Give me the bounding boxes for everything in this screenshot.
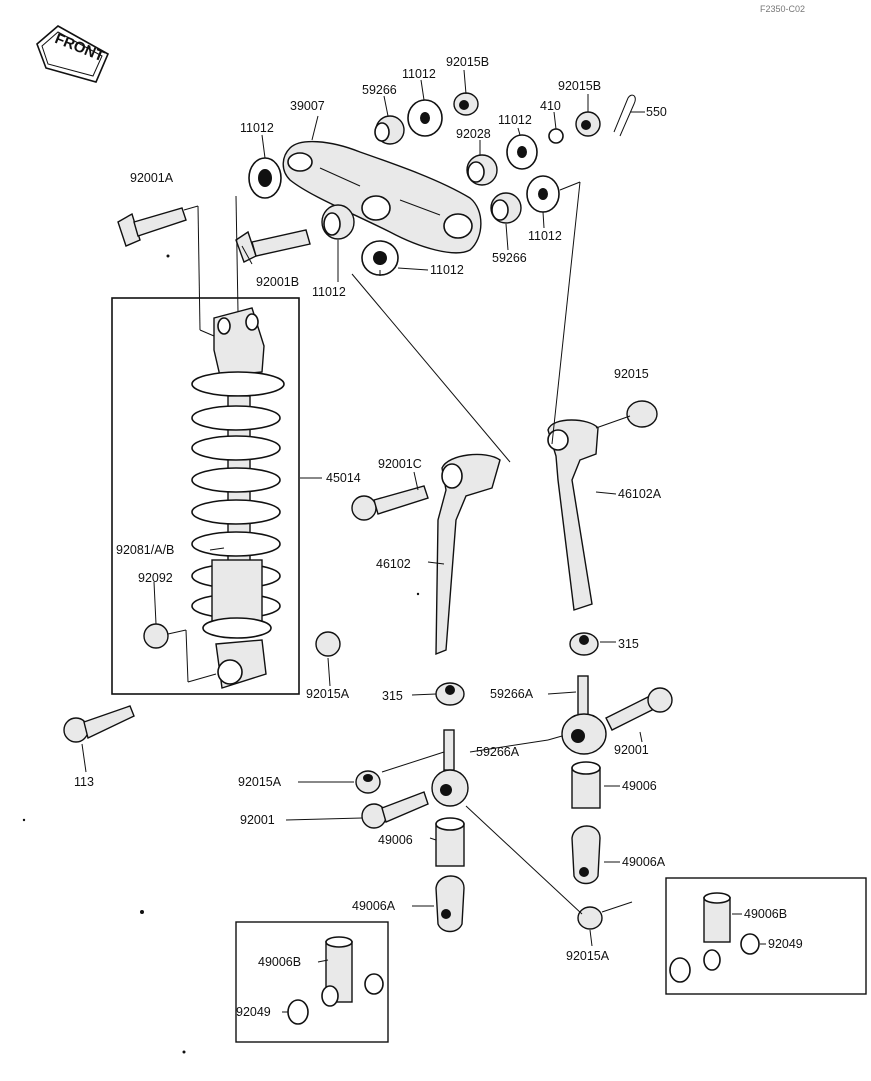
label-46102A: 46102A (618, 487, 662, 501)
leader-lines (81, 69, 766, 1013)
label-92092: 92092 (138, 571, 173, 585)
bushing-icon (490, 192, 522, 224)
sleeve-49006-left-icon (435, 817, 465, 867)
label-92015B-right: 92015B (558, 79, 601, 93)
label-92049-left: 92049 (236, 1005, 271, 1019)
label-39007: 39007 (290, 99, 325, 113)
tie-rod-46102A-icon (547, 419, 599, 611)
rod-end-59266A-lower-icon (431, 729, 469, 807)
label-49006-right: 49006 (622, 779, 657, 793)
seal-92049-right-icon (669, 933, 760, 983)
label-92001A: 92001A (130, 171, 174, 185)
bolt-92001A-icon (117, 207, 187, 247)
bearing-49006B-left-icon (321, 936, 353, 1007)
label-113: 113 (74, 775, 94, 789)
label-92015A-mid: 92015A (306, 687, 350, 701)
nut-92015-icon (626, 400, 658, 428)
rocker-arm-39007 (282, 140, 482, 254)
label-550: 550 (646, 105, 667, 119)
label-45014: 45014 (326, 471, 361, 485)
bearing-49006B-right-icon (703, 892, 731, 971)
detail-box-left (235, 921, 389, 1043)
nut-315-left-icon (435, 682, 465, 706)
bushing-icon (466, 154, 498, 186)
label-92015A-left: 92015A (238, 775, 282, 789)
label-49006A-right: 49006A (622, 855, 666, 869)
label-49006A-left: 49006A (352, 899, 396, 913)
bolt-92001B-icon (235, 229, 311, 263)
label-49006B-left: 49006B (258, 955, 301, 969)
label-59266-right: 59266 (492, 251, 527, 265)
nut-315-right-icon (569, 632, 599, 656)
label-315-right: 315 (618, 637, 639, 651)
seal-92049-left-icon (287, 973, 384, 1025)
bolt-92001-right-icon (605, 687, 673, 731)
washer-icon (526, 175, 560, 213)
bolt-92001-left-icon (361, 791, 429, 829)
nut-92015A-left-icon (355, 770, 381, 794)
label-59266A-mid: 59266A (476, 745, 520, 759)
label-92001-left: 92001 (240, 813, 275, 827)
label-92001C: 92001C (378, 457, 422, 471)
label-92049-right: 92049 (768, 937, 803, 951)
bearing-49006A-right-icon (571, 825, 601, 885)
label-92015A-bottom: 92015A (566, 949, 610, 963)
label-92015-right: 92015 (614, 367, 649, 381)
label-59266A-top: 59266A (490, 687, 534, 701)
nut-92015A-bottom-icon (577, 906, 603, 930)
label-49006B-right: 49006B (744, 907, 787, 921)
front-arrow-icon: FRONT (36, 25, 110, 83)
label-410: 410 (540, 99, 561, 113)
detail-box-right (665, 877, 867, 995)
ref-code: F2350-C02 (760, 4, 805, 14)
tie-rod-46102-icon (435, 453, 501, 656)
label-11012-mid: 11012 (498, 113, 532, 127)
shock-absorber-45014-icon (191, 307, 285, 689)
washer-icon (248, 157, 282, 199)
label-92001B: 92001B (256, 275, 299, 289)
bolt-113-icon (63, 705, 135, 743)
label-59266-top: 59266 (362, 83, 397, 97)
label-49006-left: 49006 (378, 833, 413, 847)
bushing-icon (321, 204, 355, 240)
label-92001-right: 92001 (614, 743, 649, 757)
label-92028: 92028 (456, 127, 491, 141)
nut-92015A-icon (315, 631, 341, 657)
cotter-pin-icon (613, 94, 636, 137)
collar-92092-icon (143, 623, 169, 649)
label-11012-right: 11012 (528, 229, 562, 243)
rod-end-59266A-upper-icon (561, 675, 607, 755)
nut-icon (575, 111, 601, 137)
label-11012-left: 11012 (240, 121, 274, 135)
washer-icon (407, 99, 443, 137)
shock-absorber-box (111, 297, 300, 695)
bearing-49006A-left-icon (435, 875, 465, 933)
label-11012-lowright: 11012 (430, 263, 464, 277)
bushing-icon (374, 115, 405, 145)
sleeve-49006-right-icon (571, 761, 601, 809)
part-labels: 92015B 11012 59266 39007 11012 92001A 92… (74, 55, 803, 1019)
label-46102: 46102 (376, 557, 411, 571)
label-92081: 92081/A/B (116, 543, 174, 557)
label-11012-top: 11012 (402, 67, 436, 81)
bolt-92001C-icon (351, 485, 429, 521)
label-315-left: 315 (382, 689, 403, 703)
nut-icon (453, 92, 479, 116)
washer-icon (361, 240, 399, 276)
label-92015B-top: 92015B (446, 55, 489, 69)
washer-icon (506, 134, 538, 170)
scan-specks (22, 254, 420, 1054)
label-11012-lowmid: 11012 (312, 285, 346, 299)
washer-icon (548, 128, 564, 144)
